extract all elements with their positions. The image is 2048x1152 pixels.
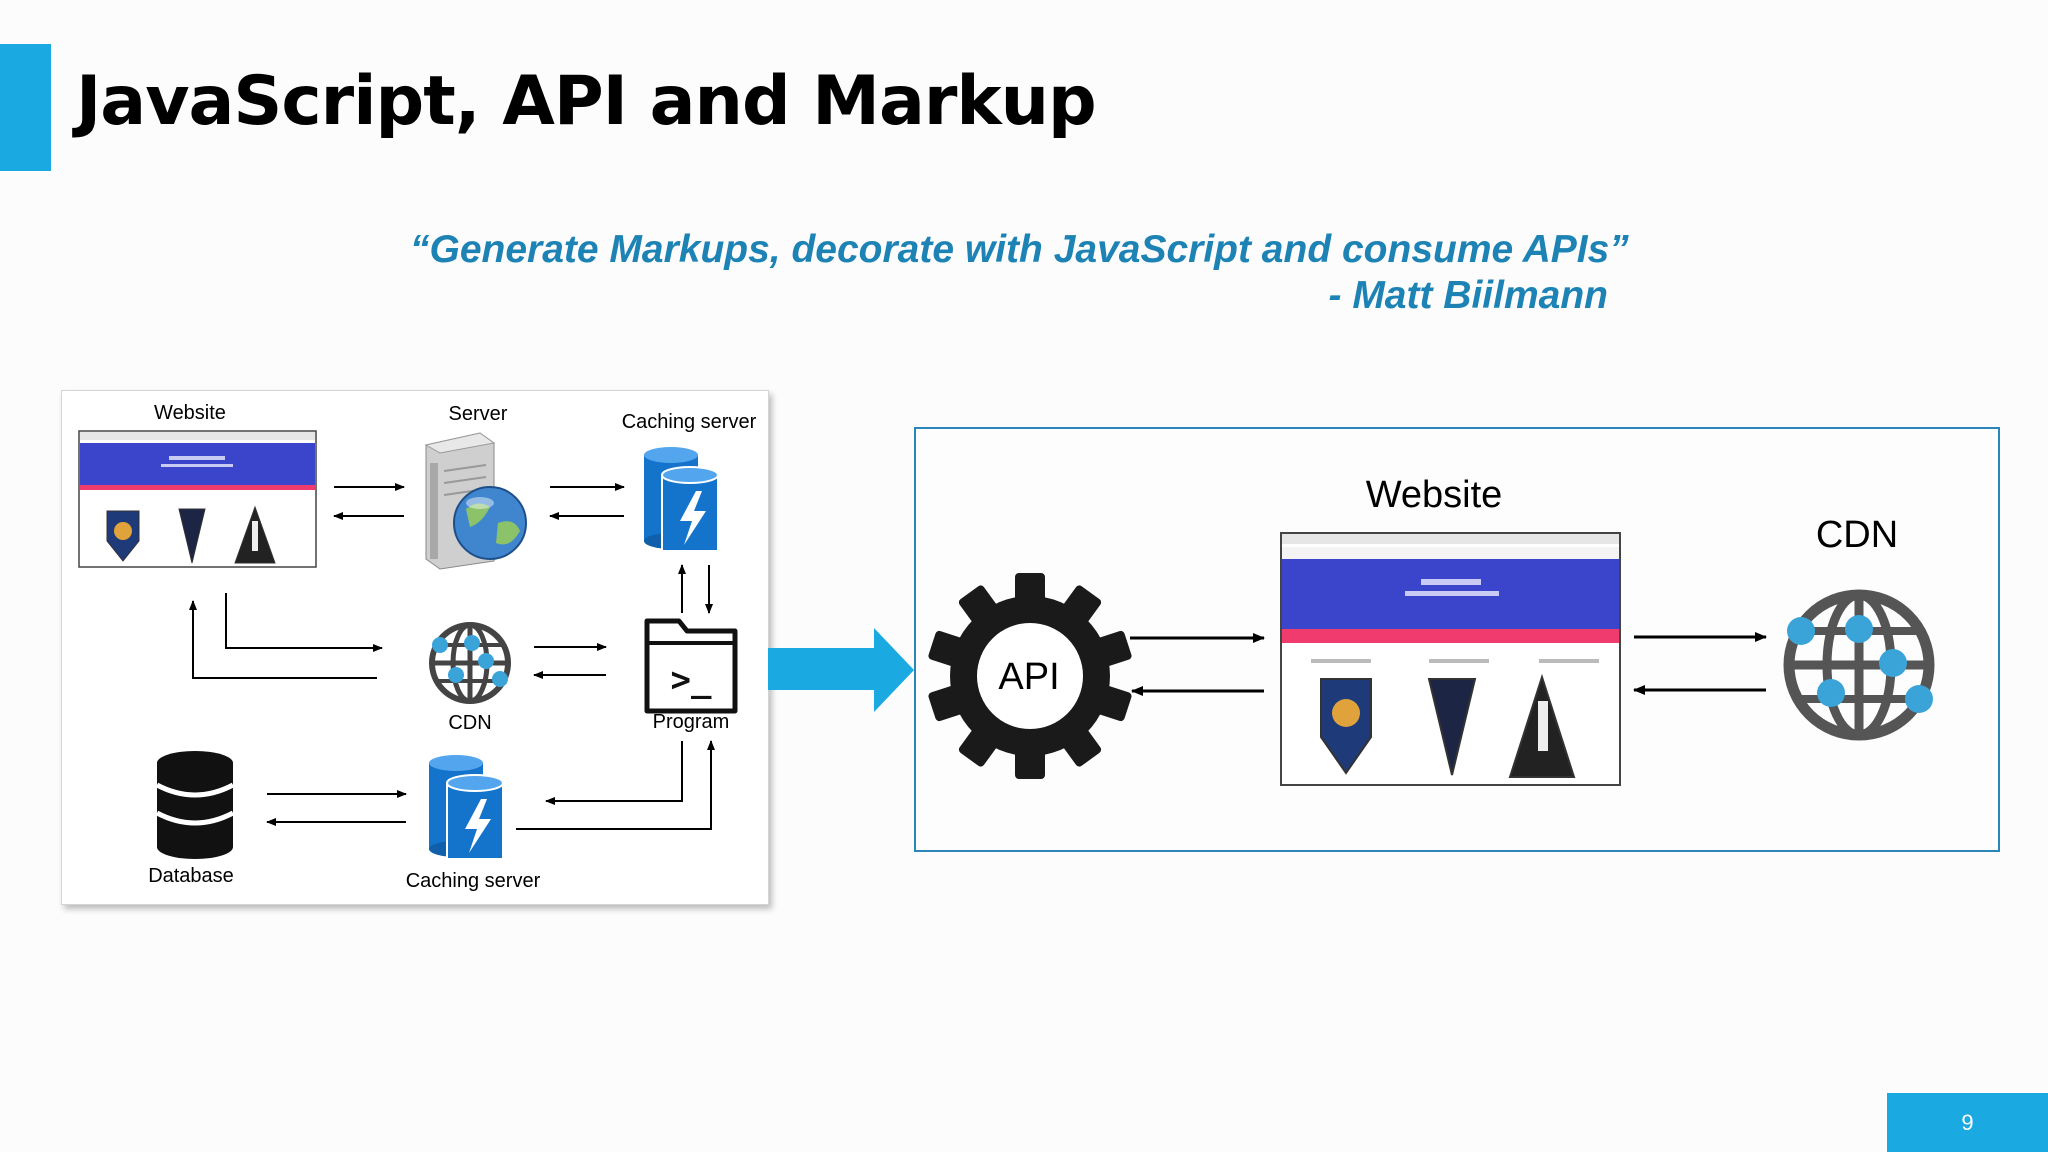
jamstack-arrows: [1130, 632, 1767, 696]
database-label: Database: [148, 865, 234, 887]
terminal-folder-icon: >_: [644, 618, 738, 714]
program-glyph: >_: [671, 660, 712, 700]
globe-network-icon: [429, 622, 511, 704]
program-label: Program: [653, 711, 730, 733]
traditional-diagram: Website Server Caching server CDN Progra…: [78, 402, 757, 892]
cdn-label: CDN: [448, 712, 491, 734]
right-cdn-label: CDN: [1816, 514, 1898, 556]
caching-server-bottom-label: Caching server: [406, 870, 541, 892]
right-website-label: Website: [1366, 474, 1503, 516]
website-label: Website: [154, 402, 226, 424]
cache-db-icon-top: [644, 447, 719, 552]
page-number-box: 9: [1887, 1093, 2048, 1152]
traditional-architecture-panel: Website Server Caching server CDN Progra…: [61, 390, 769, 905]
quote-text: “Generate Markups, decorate with JavaScr…: [410, 228, 1629, 271]
gear-icon: [928, 573, 1132, 779]
title-accent-bar: [0, 44, 51, 171]
page-number: 9: [1961, 1109, 1974, 1135]
slide-title: JavaScript, API and Markup: [76, 62, 1097, 141]
server-label: Server: [449, 403, 508, 425]
caching-server-top-label: Caching server: [622, 411, 757, 433]
cache-db-icon-bottom: [429, 755, 504, 860]
website-screenshot-large: [1280, 532, 1621, 786]
api-label: API: [998, 656, 1059, 698]
connector-arrows: [189, 483, 715, 830]
jamstack-diagram: API Website CDN: [928, 474, 1935, 786]
globe-network-icon-large: [1783, 589, 1935, 741]
jamstack-architecture-panel: API Website CDN: [914, 427, 2000, 852]
website-screenshot: [78, 430, 317, 568]
transition-arrow: [768, 628, 914, 712]
database-icon: [155, 751, 235, 859]
server-globe-icon: [424, 432, 527, 570]
quote-author: - Matt Biilmann: [1328, 274, 1609, 317]
